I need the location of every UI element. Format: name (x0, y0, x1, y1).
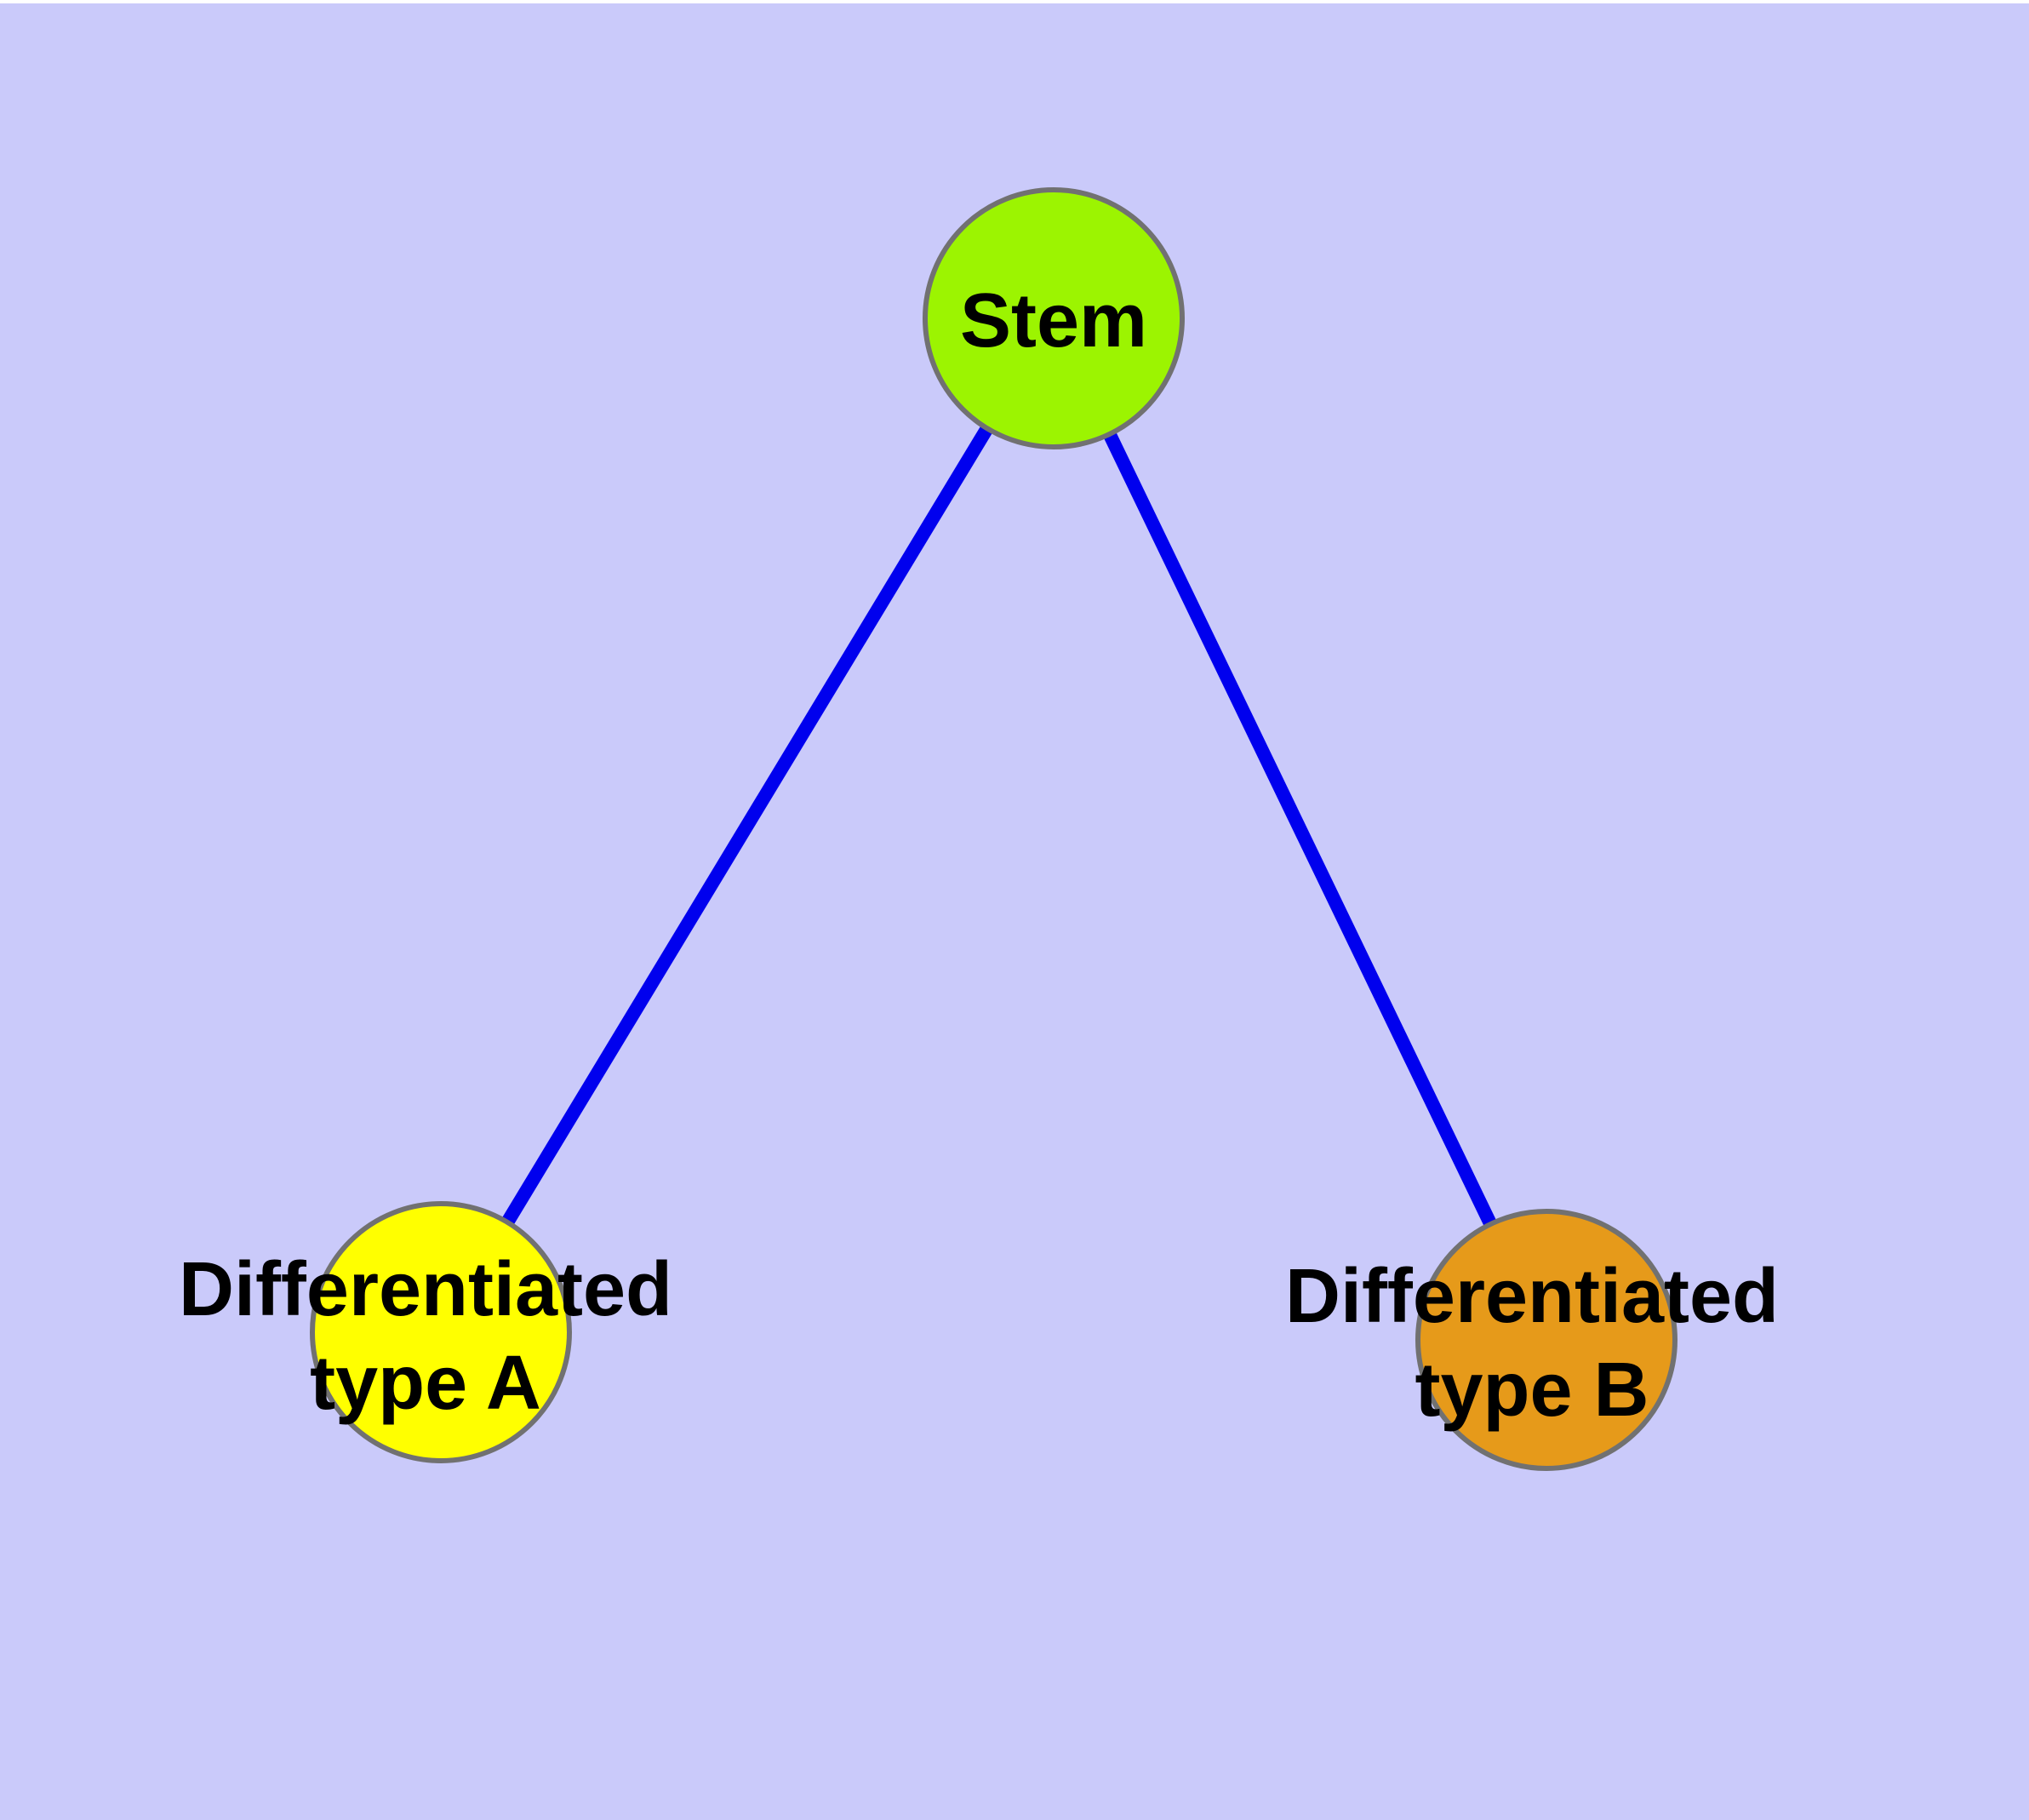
node-diff-a-circle (310, 1201, 572, 1463)
node-diff-b-circle (1415, 1209, 1677, 1471)
node-diff-b-label-line-2: type B (1415, 1348, 1649, 1433)
top-window-strip (0, 0, 2029, 3)
node-stem-circle (923, 187, 1185, 449)
node-diff-a-label-line-2: type A (310, 1341, 541, 1426)
node-diff-a-label-line-1: Differentiated (179, 1247, 672, 1332)
edges-layer (435, 314, 1553, 1343)
node-stem-label-line-1: Stem (960, 278, 1147, 363)
nodes-layer (310, 187, 1677, 1471)
edge-stem-to-diff_a (435, 314, 1060, 1336)
edge-stem-to-diff_b (1047, 315, 1553, 1343)
node-diff-b-label-line-1: Differentiated (1285, 1254, 1779, 1339)
